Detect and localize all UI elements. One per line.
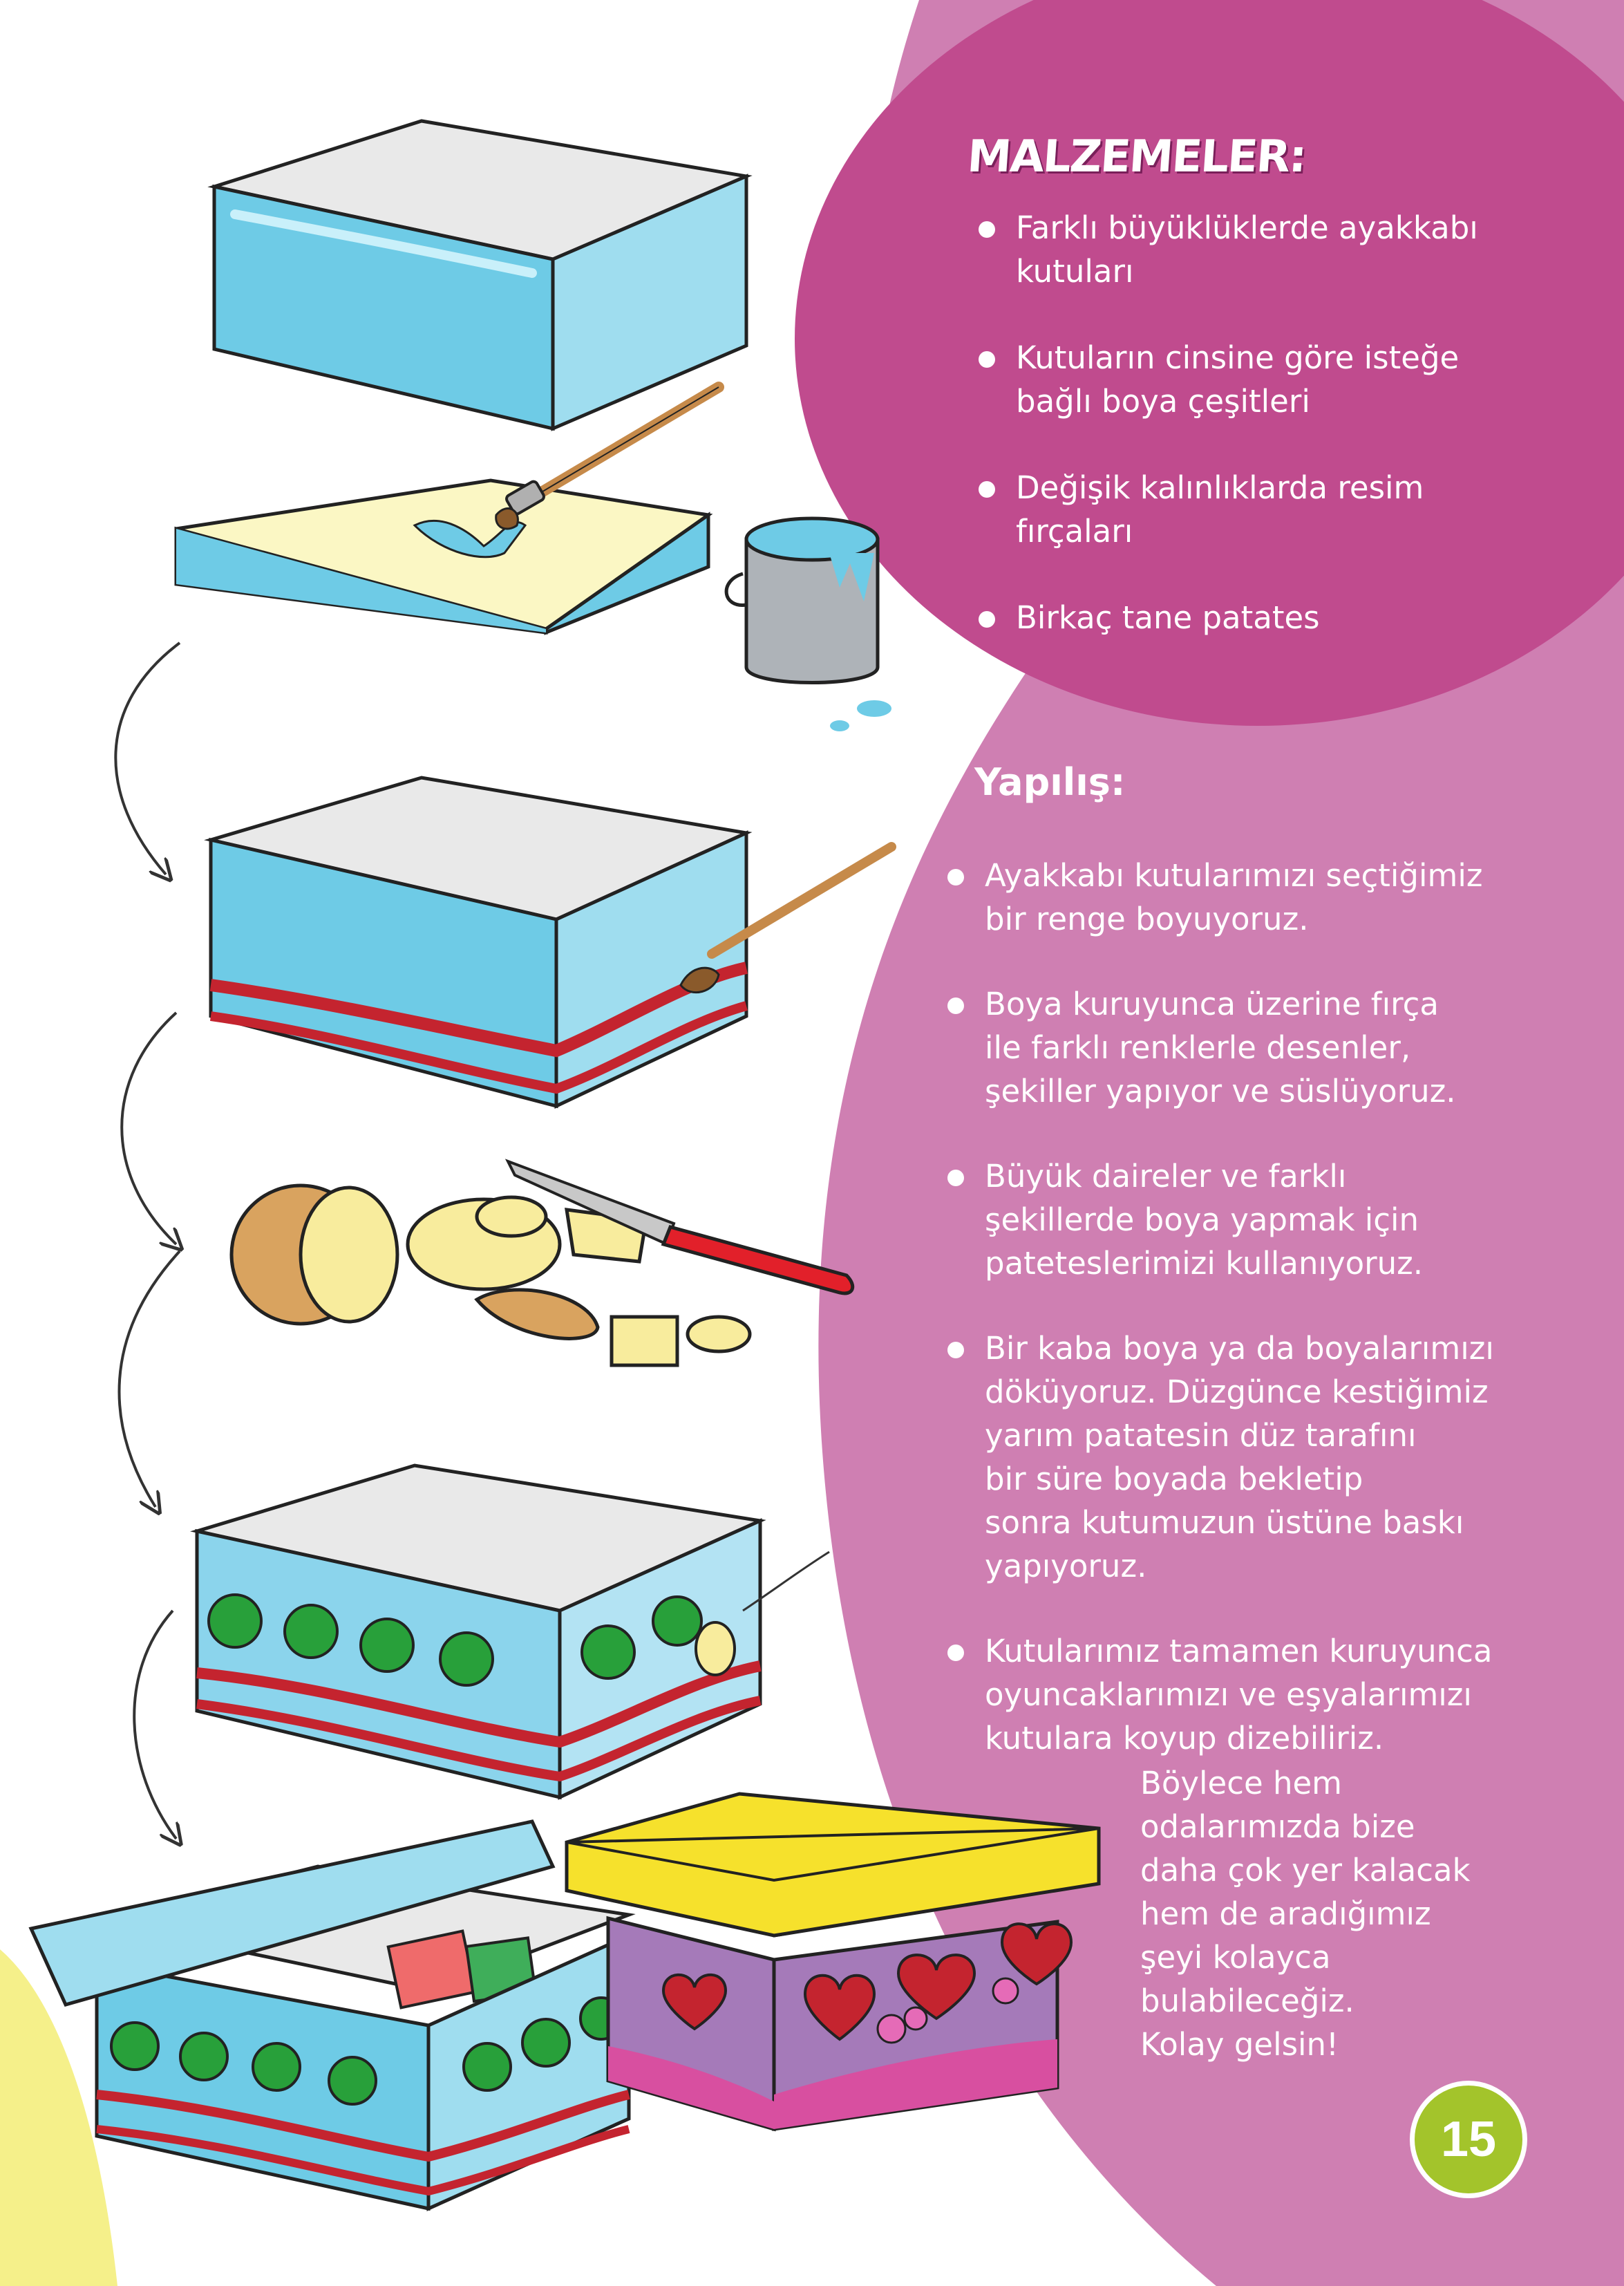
list-item: Büyük daireler ve farklı şekillerde boya… xyxy=(943,1154,1551,1285)
bullet-icon xyxy=(979,611,995,628)
bullet-icon xyxy=(947,1342,964,1358)
arrow-icon xyxy=(114,641,181,874)
list-item-line: şekillerde boya yapmak için xyxy=(985,1201,1419,1238)
list-item-line: kutulara koyup dizebiliriz. xyxy=(985,1720,1384,1756)
list-item-line: ile farklı renklerle desenler, xyxy=(985,1029,1411,1066)
list-item-line: oyuncaklarımızı ve eşyalarımızı xyxy=(985,1676,1472,1713)
list-item: Kutuların cinsine göre isteğe bağlı boya… xyxy=(974,336,1527,423)
shoebox-hearts-icon xyxy=(565,1792,1101,2132)
list-item-line: bir süre boyada bekletip xyxy=(985,1461,1363,1497)
bullet-icon xyxy=(947,997,964,1014)
list-item-line: Bir kaba boya ya da boyalarımızı xyxy=(985,1330,1494,1367)
list-item-line: bağlı boya çeşitleri xyxy=(1016,383,1310,420)
shoebox-dotted-icon xyxy=(190,1463,830,1800)
list-item: Farklı büyüklüklerde ayakkabı kutuları xyxy=(974,206,1527,293)
paint-brush-icon xyxy=(679,842,896,994)
steps-list: Ayakkabı kutularımızı seçtiğimiz bir ren… xyxy=(943,854,1551,1760)
list-item: Ayakkabı kutularımızı seçtiğimiz bir ren… xyxy=(943,854,1551,941)
shoebox-striped-icon xyxy=(204,776,753,1109)
materials-heading: MALZEMELER: xyxy=(965,131,1307,182)
page-number-badge: 15 xyxy=(1410,2081,1527,2198)
list-item: Boya kuruyunca üzerine fırça ile farklı … xyxy=(943,982,1551,1113)
paint-brush-icon xyxy=(495,382,724,530)
yellow-blob xyxy=(0,1949,117,2286)
list-item-line: Kutularımız tamamen kuruyunca xyxy=(985,1633,1493,1669)
closing-text: Böylece hem odalarımızda bize daha çok y… xyxy=(1140,1761,1527,2066)
closing-line: daha çok yer kalacak xyxy=(1140,1852,1471,1889)
list-item-line: Ayakkabı kutularımızı seçtiğimiz xyxy=(985,857,1483,894)
list-item-line: yapıyoruz. xyxy=(985,1548,1147,1584)
bullet-icon xyxy=(947,869,964,886)
closing-line: Kolay gelsin! xyxy=(1140,2026,1339,2063)
list-item-line: fırçaları xyxy=(1016,513,1133,550)
shoebox-open-icon xyxy=(28,1819,636,2211)
shoebox-icon xyxy=(207,119,753,431)
closing-line: Böylece hem xyxy=(1140,1765,1342,1801)
bullet-icon xyxy=(979,351,995,368)
list-item: Değişik kalınlıklarda resim fırçaları xyxy=(974,466,1527,553)
list-item-line: döküyoruz. Düzgünce kestiğimiz xyxy=(985,1374,1489,1410)
closing-line: hem de aradığımız xyxy=(1140,1895,1431,1932)
bullet-icon xyxy=(979,221,995,238)
list-item-line: bir renge boyuyoruz. xyxy=(985,901,1309,937)
list-item-line: Değişik kalınlıklarda resim xyxy=(1016,469,1424,506)
list-item: Kutularımız tamamen kuruyunca oyuncaklar… xyxy=(943,1629,1551,1760)
page-number: 15 xyxy=(1440,2112,1497,2167)
shoebox-lid-icon xyxy=(174,478,713,635)
arrow-icon xyxy=(117,1250,181,1507)
paint-bucket-icon xyxy=(724,516,891,731)
closing-line: bulabileceğiz. xyxy=(1140,1983,1354,2019)
list-item-line: Farklı büyüklüklerde ayakkabı xyxy=(1016,209,1478,246)
bullet-icon xyxy=(947,1170,964,1186)
list-item-line: Kutuların cinsine göre isteğe xyxy=(1016,339,1460,376)
list-item-line: sonra kutumuzun üstüne baskı xyxy=(985,1504,1464,1541)
list-item-line: Büyük daireler ve farklı xyxy=(985,1158,1347,1194)
list-item-line: kutuları xyxy=(1016,253,1134,290)
steps-heading: Yapılış: xyxy=(974,760,1126,804)
closing-line: odalarımızda bize xyxy=(1140,1808,1415,1845)
list-item-line: Boya kuruyunca üzerine fırça xyxy=(985,986,1439,1022)
knife-icon xyxy=(504,1159,855,1295)
list-item: Bir kaba boya ya da boyalarımızı döküyor… xyxy=(943,1327,1551,1588)
materials-list: Farklı büyüklüklerde ayakkabı kutuları K… xyxy=(974,206,1527,639)
list-item-line: Birkaç tane patates xyxy=(1016,599,1320,636)
list-item-line: pateteslerimizi kullanıyoruz. xyxy=(985,1245,1424,1282)
arrow-icon xyxy=(133,1609,176,1839)
list-item: Birkaç tane patates xyxy=(974,596,1527,639)
list-item-line: şekiller yapıyor ve süslüyoruz. xyxy=(985,1073,1456,1109)
list-item-line: yarım patatesin düz tarafını xyxy=(985,1417,1417,1454)
bullet-icon xyxy=(947,1645,964,1661)
magenta-circle xyxy=(795,0,1624,726)
closing-line: şeyi kolayca xyxy=(1140,1939,1331,1976)
arrow-icon xyxy=(120,1011,176,1244)
potato-icon xyxy=(229,1183,752,1367)
bullet-icon xyxy=(979,481,995,498)
